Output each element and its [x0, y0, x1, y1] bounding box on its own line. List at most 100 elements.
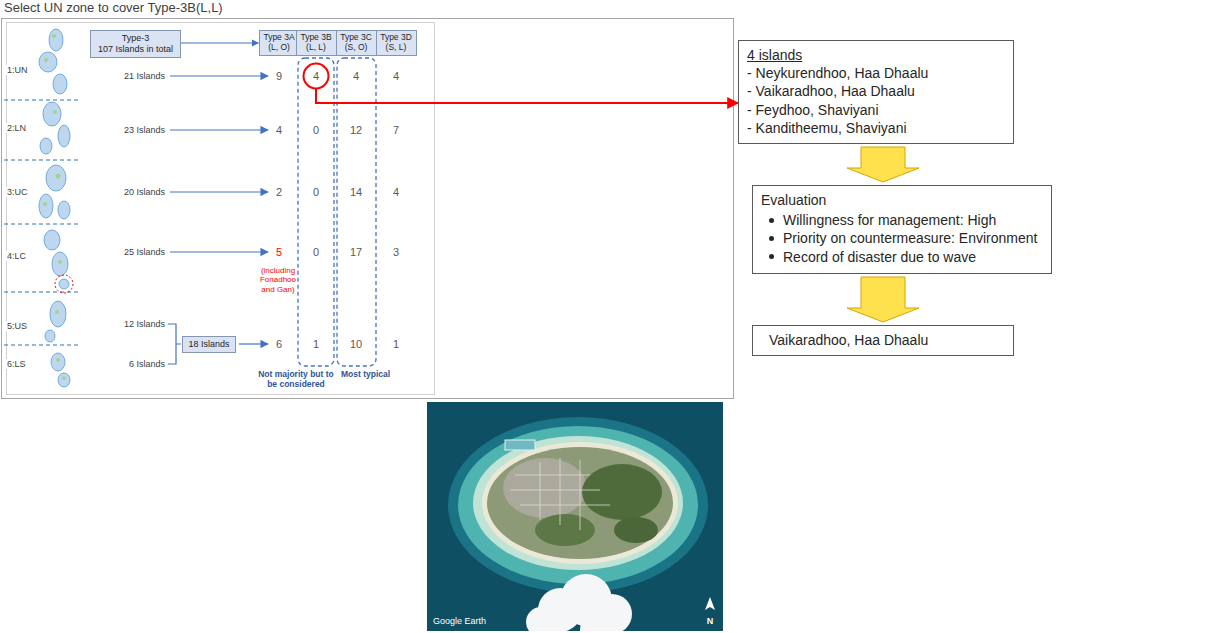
result-text: Vaikaradhoo, Haa Dhaalu: [769, 331, 1001, 349]
count-value: 0: [313, 124, 319, 137]
row-arrow: [170, 251, 268, 252]
list-item: - Vaikaradhoo, Haa Dhaalu: [747, 82, 1001, 100]
count-value: 4: [313, 70, 319, 82]
count-value: 6: [276, 338, 282, 351]
text-line: (S, O): [340, 43, 373, 53]
map-highlight: [55, 275, 73, 293]
zone-divider: [4, 160, 80, 161]
text-line: Type-3: [97, 33, 174, 44]
list-item: - Kanditheemu, Shaviyani: [747, 119, 1001, 137]
island-dots: [56, 358, 60, 362]
satellite-photo: [614, 517, 658, 543]
link-arrow: [181, 42, 259, 43]
list-item: - Neykurendhoo, Haa Dhaalu: [747, 64, 1001, 82]
header-text: Type 3A: [263, 33, 296, 43]
circle-outline: [304, 64, 329, 89]
zone-divider: [4, 224, 80, 225]
island-dots: [43, 202, 47, 206]
count-value: 4: [393, 70, 399, 83]
zone-label: 4:LC: [6, 251, 27, 261]
maldives-map: [39, 194, 53, 218]
header-text: (S, O): [340, 43, 373, 53]
group-box: 18 Islands: [182, 336, 236, 353]
satellite-photo: [458, 426, 698, 584]
count-value: 4: [393, 186, 399, 199]
flow-arrow: [847, 147, 919, 182]
slide-border: [7, 23, 435, 395]
text-line: Type 3A: [263, 33, 296, 43]
satellite-photo: [535, 514, 595, 546]
satellite-photo: [473, 436, 683, 570]
count-value: 4: [353, 70, 359, 83]
island-dots: [44, 58, 48, 62]
island-dots: [56, 174, 61, 179]
criterion-text: Willingness for management: High: [783, 211, 996, 229]
row-label: 23 Islands: [124, 125, 165, 135]
row-label: 25 Islands: [124, 247, 165, 257]
text-line: - Neykurendhoo, Haa Dhaalu: [747, 64, 1001, 82]
maldives-map: [53, 74, 67, 94]
count-value: 1: [313, 338, 319, 351]
row-label: 6 Islands: [129, 359, 165, 369]
text-line: Record of disaster due to wave: [761, 248, 1039, 266]
count-value: 9: [276, 70, 282, 83]
text-line: 4 islands: [747, 46, 1001, 64]
count-value: 5: [276, 246, 282, 259]
text-line: Type 3D: [380, 33, 413, 43]
bracket-line: [168, 324, 181, 364]
zone-divider: [4, 345, 80, 346]
maldives-map: [59, 279, 69, 289]
maldives-map: [58, 125, 70, 147]
satellite-photo: [503, 458, 587, 518]
bullet-dot: [769, 254, 774, 259]
text-line: - Feydhoo, Shaviyani: [747, 101, 1001, 119]
count-value: 7: [393, 124, 399, 137]
zone-label: 3:UC: [6, 187, 29, 197]
maldives-map: [44, 230, 60, 250]
count-value: 14: [350, 186, 362, 199]
category-text: 107 Islands in total: [97, 44, 174, 55]
row-label: 20 Islands: [124, 187, 165, 197]
column-note: Most typical: [341, 370, 390, 380]
text-line: Priority on countermeasure: Environment: [761, 229, 1039, 247]
criterion-text: Priority on countermeasure: Environment: [783, 229, 1037, 247]
maldives-map: [39, 29, 70, 387]
flow-arrow: [847, 277, 919, 322]
island-dots: [53, 110, 57, 114]
type-header: Type 3D(S, L): [376, 30, 417, 56]
satellite-photo: [526, 607, 556, 631]
satellite-photo: [510, 458, 610, 530]
satellite-photo: [580, 610, 620, 631]
count-value: 2: [276, 186, 282, 199]
maldives-map: [39, 52, 57, 72]
north-label: N: [706, 616, 715, 626]
list-item: - Feydhoo, Shaviyani: [747, 101, 1001, 119]
header-text: Type 3D: [380, 33, 413, 43]
criterion-text: Record of disaster due to wave: [783, 248, 976, 266]
count-value: 0: [313, 246, 319, 259]
header-text: Type 3B: [300, 33, 333, 43]
text-line: Willingness for management: High: [761, 211, 1039, 229]
header-text: (L, O): [263, 43, 296, 53]
column-note: Not majority but to be considered: [253, 370, 339, 390]
link-arrow: [316, 89, 738, 103]
bullet-dot: [769, 218, 774, 223]
count-value: 12: [350, 124, 362, 137]
text-line: (L, O): [263, 43, 296, 53]
count-value: 0: [313, 186, 319, 199]
type-header: Type 3C(S, O): [336, 30, 377, 56]
watermark: Google Earth: [432, 616, 487, 626]
maldives-map: [46, 165, 66, 191]
maldives-map: [58, 201, 70, 219]
row-arrow: [170, 129, 268, 130]
count-value: 17: [350, 246, 362, 259]
zone-divider: [4, 100, 80, 101]
text-line: Evaluation: [761, 191, 1039, 209]
satellite-photo: [427, 402, 723, 631]
text-line: Vaikaradhoo, Haa Dhaalu: [769, 331, 1001, 349]
satellite-photo: [505, 440, 535, 450]
text-line: 18 Islands: [186, 339, 232, 350]
count-value: 1: [393, 338, 399, 351]
